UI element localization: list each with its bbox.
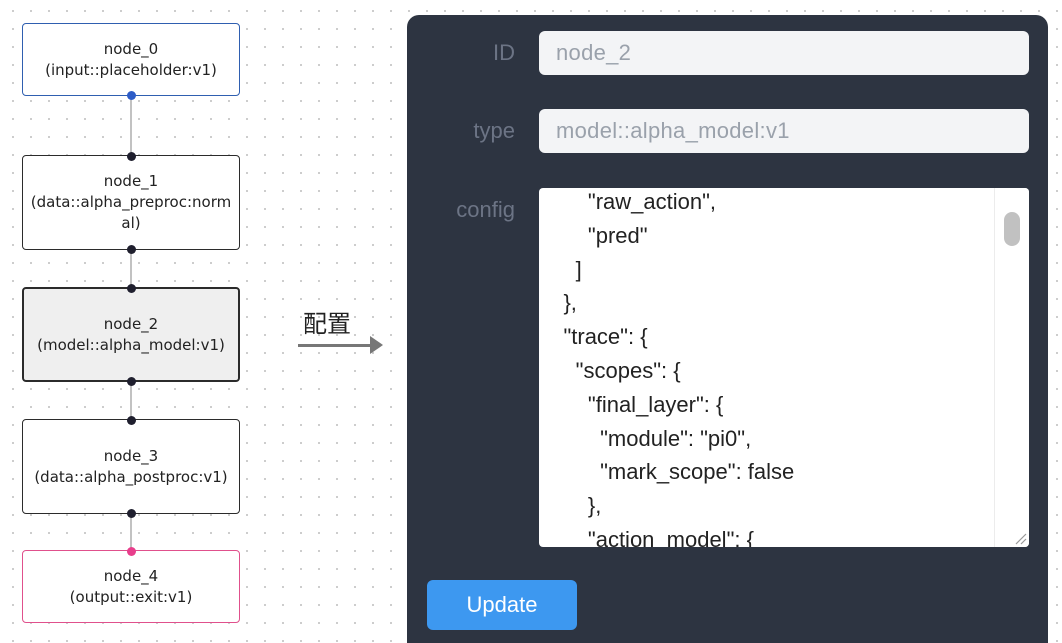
input-port[interactable] (126, 283, 136, 293)
output-port[interactable] (126, 90, 136, 100)
config-label: config (456, 197, 515, 222)
output-port[interactable] (126, 244, 136, 254)
edge-0-1 (130, 96, 132, 155)
graph-node-3[interactable]: node_3(data::alpha_postproc:v1) (22, 419, 240, 514)
input-port[interactable] (126, 151, 136, 161)
graph-node-0[interactable]: node_0(input::placeholder:v1) (22, 23, 240, 96)
id-field[interactable]: node_2 (539, 31, 1029, 75)
type-label: type (473, 118, 515, 143)
node-label: node_4(output::exit:v1) (69, 566, 193, 606)
node-config-panel: ID node_2 type model::alpha_model:v1 con… (407, 15, 1048, 643)
edge-2-3 (130, 382, 132, 419)
scrollbar-thumb[interactable] (1004, 212, 1020, 246)
node-label: node_1(data::alpha_preproc:normal) (30, 172, 232, 232)
update-button[interactable]: Update (427, 580, 577, 630)
config-arrow-label: 配置 (303, 310, 351, 338)
node-label: node_2(model::alpha_model:v1) (37, 314, 225, 354)
type-field[interactable]: model::alpha_model:v1 (539, 109, 1029, 153)
id-label: ID (493, 40, 515, 65)
resize-grip-icon[interactable] (1011, 529, 1027, 545)
input-port[interactable] (126, 546, 136, 556)
edge-3-4 (130, 514, 132, 550)
scrollbar[interactable] (994, 188, 1029, 547)
node-label: node_3(data::alpha_postproc:v1) (34, 446, 228, 486)
output-port[interactable] (126, 376, 136, 386)
config-json-text: "raw_action", "pred" ] }, "trace": { "sc… (563, 189, 795, 547)
graph-node-2-selected[interactable]: node_2(model::alpha_model:v1) (22, 287, 240, 382)
arrow-head-icon (370, 336, 383, 354)
output-port[interactable] (126, 508, 136, 518)
graph-node-4[interactable]: node_4(output::exit:v1) (22, 550, 240, 623)
graph-node-1[interactable]: node_1(data::alpha_preproc:normal) (22, 155, 240, 250)
arrow-right-icon (298, 344, 372, 347)
edge-1-2 (130, 250, 132, 287)
input-port[interactable] (126, 415, 136, 425)
config-textarea[interactable]: "raw_action", "pred" ] }, "trace": { "sc… (539, 188, 1029, 547)
node-label: node_0(input::placeholder:v1) (45, 39, 217, 79)
